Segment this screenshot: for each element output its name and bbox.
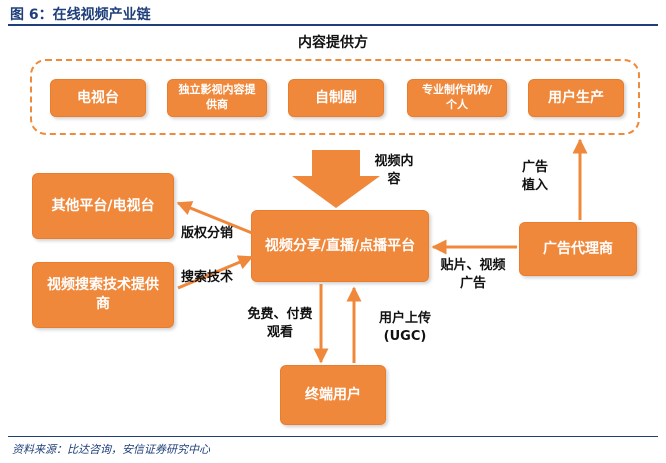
label-free-paid-viewing: 免费、付费观看 bbox=[247, 307, 313, 341]
provider-self-produced: 自制剧 bbox=[288, 79, 384, 117]
node-search-provider: 视频搜索技术提供商 bbox=[32, 262, 174, 328]
label-video-content: 视频内容 bbox=[374, 154, 414, 188]
provider-professional-studio: 专业制作机构/个人 bbox=[407, 79, 507, 117]
content-flow-arrow bbox=[292, 150, 380, 208]
title-divider bbox=[8, 24, 658, 26]
provider-ugc: 用户生产 bbox=[528, 79, 624, 117]
label-copyright-distribution: 版权分销 bbox=[181, 226, 234, 241]
node-other-platform: 其他平台/电视台 bbox=[32, 173, 174, 239]
source-note: 资料来源：比达咨询，安信证券研究中心 bbox=[12, 443, 210, 456]
label-search-tech: 搜索技术 bbox=[181, 270, 234, 285]
label-patch-video-ads: 贴片、视频广告 bbox=[440, 258, 506, 292]
search-tech-arrow bbox=[177, 255, 254, 290]
source-divider bbox=[8, 436, 658, 437]
provider-independent-studio: 独立影视内容提供商 bbox=[167, 79, 267, 117]
node-ad-agency: 广告代理商 bbox=[519, 222, 637, 276]
node-end-user: 终端用户 bbox=[280, 365, 386, 425]
figure-title: 图 6：在线视频产业链 bbox=[10, 7, 151, 23]
copyright-arrow bbox=[176, 201, 253, 235]
label-user-upload: 用户上传(UGC) bbox=[378, 311, 431, 345]
provider-tv-station: 电视台 bbox=[50, 79, 146, 117]
provider-group-frame bbox=[30, 59, 640, 135]
label-ad-placement: 广告植入 bbox=[521, 160, 548, 194]
provider-group-title: 内容提供方 bbox=[298, 35, 368, 51]
node-main-platform: 视频分享/直播/点播平台 bbox=[251, 210, 429, 282]
